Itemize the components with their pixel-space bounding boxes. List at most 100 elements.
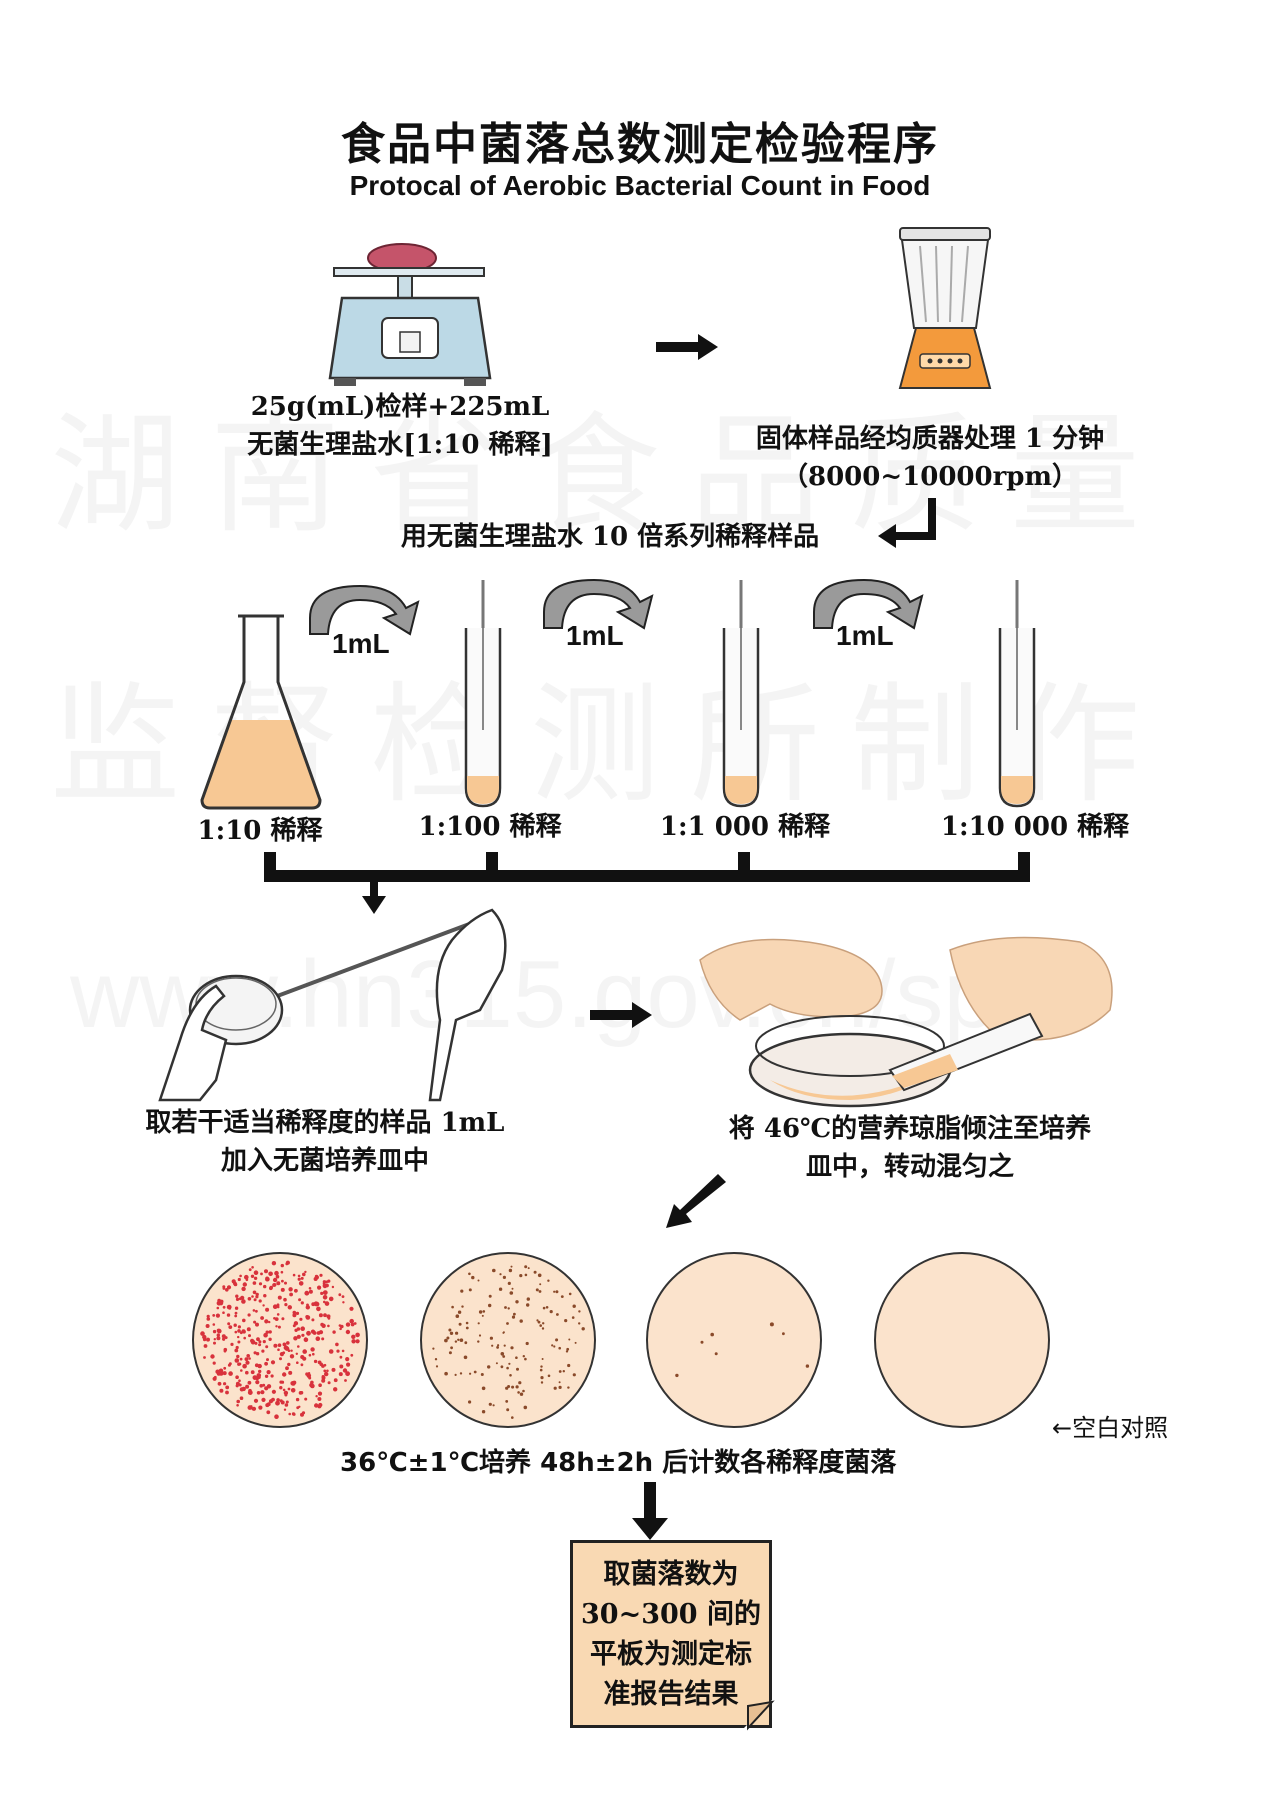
colony-dot xyxy=(481,1386,486,1391)
colony-dot xyxy=(247,1390,253,1395)
colony-dot xyxy=(511,1287,514,1290)
colony-dot xyxy=(257,1375,261,1379)
plates-row xyxy=(192,1252,1050,1428)
colony-dot xyxy=(297,1345,300,1348)
colony-dot xyxy=(345,1371,350,1377)
colony-dot xyxy=(253,1320,257,1324)
colony-dot xyxy=(511,1315,516,1319)
right-hand xyxy=(428,908,507,1102)
colony-dot xyxy=(226,1285,232,1290)
colony-dot xyxy=(562,1370,565,1373)
colony-dot xyxy=(506,1322,509,1325)
colony-dot xyxy=(533,1270,537,1274)
colony-dot xyxy=(217,1381,222,1386)
colony-dot xyxy=(459,1338,464,1342)
flask-illustration xyxy=(200,614,322,810)
colony-dot xyxy=(455,1314,460,1318)
colony-dot xyxy=(539,1283,542,1286)
colony-dot xyxy=(212,1314,216,1317)
colony-dot xyxy=(345,1322,351,1327)
colony-dot xyxy=(257,1363,262,1369)
colony-dot xyxy=(519,1392,524,1396)
colony-dot xyxy=(495,1362,498,1365)
colony-dot xyxy=(258,1282,263,1286)
colony-dot xyxy=(460,1289,464,1293)
colony-dot xyxy=(700,1340,704,1344)
colony-dot xyxy=(465,1321,469,1325)
colony-dot xyxy=(339,1327,342,1331)
colony-dot xyxy=(547,1279,550,1282)
step6-caption: 36℃±1℃培养 48h±2h 后计数各稀释度菌落 xyxy=(340,1448,897,1478)
colony-dot xyxy=(321,1378,326,1383)
colony-dot xyxy=(277,1325,281,1329)
colony-dot xyxy=(331,1367,336,1372)
colony-dot xyxy=(288,1287,293,1292)
colony-dot xyxy=(539,1324,542,1327)
colony-dot xyxy=(522,1355,525,1358)
colony-dot xyxy=(341,1349,345,1353)
colony-dot xyxy=(226,1313,231,1317)
step1-line1: 25g(mL)检样+225mL xyxy=(250,392,550,422)
colony-dot xyxy=(266,1358,269,1362)
colony-dot xyxy=(234,1306,239,1310)
colony-dot xyxy=(282,1372,287,1377)
colony-dot xyxy=(308,1353,312,1357)
colony-dot xyxy=(283,1297,287,1302)
colony-dot xyxy=(323,1300,326,1304)
colony-dot xyxy=(317,1285,322,1290)
colony-dot xyxy=(309,1382,314,1388)
colony-dot xyxy=(581,1327,585,1331)
plate-1-colonies xyxy=(200,1260,360,1419)
colony-dot xyxy=(236,1399,240,1404)
colony-dot xyxy=(297,1274,301,1278)
colony-dot xyxy=(253,1276,258,1280)
colony-dot xyxy=(255,1309,258,1313)
colony-dot xyxy=(502,1355,506,1358)
colony-dot xyxy=(511,1416,514,1419)
colony-dot xyxy=(234,1348,239,1353)
colony-dot xyxy=(540,1365,543,1368)
colony-dot xyxy=(471,1275,475,1280)
colony-dot xyxy=(518,1381,522,1385)
colony-dot xyxy=(268,1271,273,1277)
colony-dot xyxy=(255,1271,258,1275)
colony-dot xyxy=(212,1323,216,1326)
colony-dot xyxy=(308,1287,312,1290)
transfer-label-3: 1mL xyxy=(836,620,894,651)
colony-dot xyxy=(350,1322,355,1327)
colony-dot xyxy=(205,1324,210,1328)
colony-dot xyxy=(255,1295,259,1299)
hands-pouring xyxy=(699,938,883,1021)
right-arrow-2 xyxy=(590,1002,652,1028)
colony-dot xyxy=(558,1381,561,1384)
down-arrow xyxy=(632,1482,668,1540)
colony-dot xyxy=(225,1390,229,1395)
colony-dot xyxy=(250,1370,255,1375)
colony-dot xyxy=(276,1398,280,1402)
colony-dot xyxy=(292,1313,297,1318)
colony-dot xyxy=(216,1306,220,1310)
colony-dot xyxy=(280,1270,284,1274)
colony-dot xyxy=(269,1286,273,1291)
colony-dot xyxy=(275,1325,278,1328)
colony-dot xyxy=(295,1311,300,1315)
colony-dot xyxy=(805,1364,810,1368)
colony-dot xyxy=(335,1342,339,1347)
colony-dot xyxy=(247,1380,252,1385)
colony-dot xyxy=(507,1385,511,1388)
elbow-arrow xyxy=(878,498,936,548)
colony-dot xyxy=(247,1297,252,1301)
colony-dot xyxy=(578,1310,581,1313)
colony-dot xyxy=(292,1380,297,1385)
colony-dot xyxy=(517,1391,520,1394)
colony-dot xyxy=(468,1288,472,1292)
colony-dot xyxy=(233,1323,237,1327)
colony-dot xyxy=(522,1389,525,1393)
colony-dot xyxy=(223,1349,227,1353)
colony-dot xyxy=(255,1322,259,1327)
step2-line2: （8000~10000rpm） xyxy=(782,462,1078,492)
colony-dot xyxy=(288,1370,293,1375)
colony-dot xyxy=(524,1273,528,1277)
colony-dot xyxy=(242,1363,247,1369)
colony-dot xyxy=(250,1274,255,1278)
